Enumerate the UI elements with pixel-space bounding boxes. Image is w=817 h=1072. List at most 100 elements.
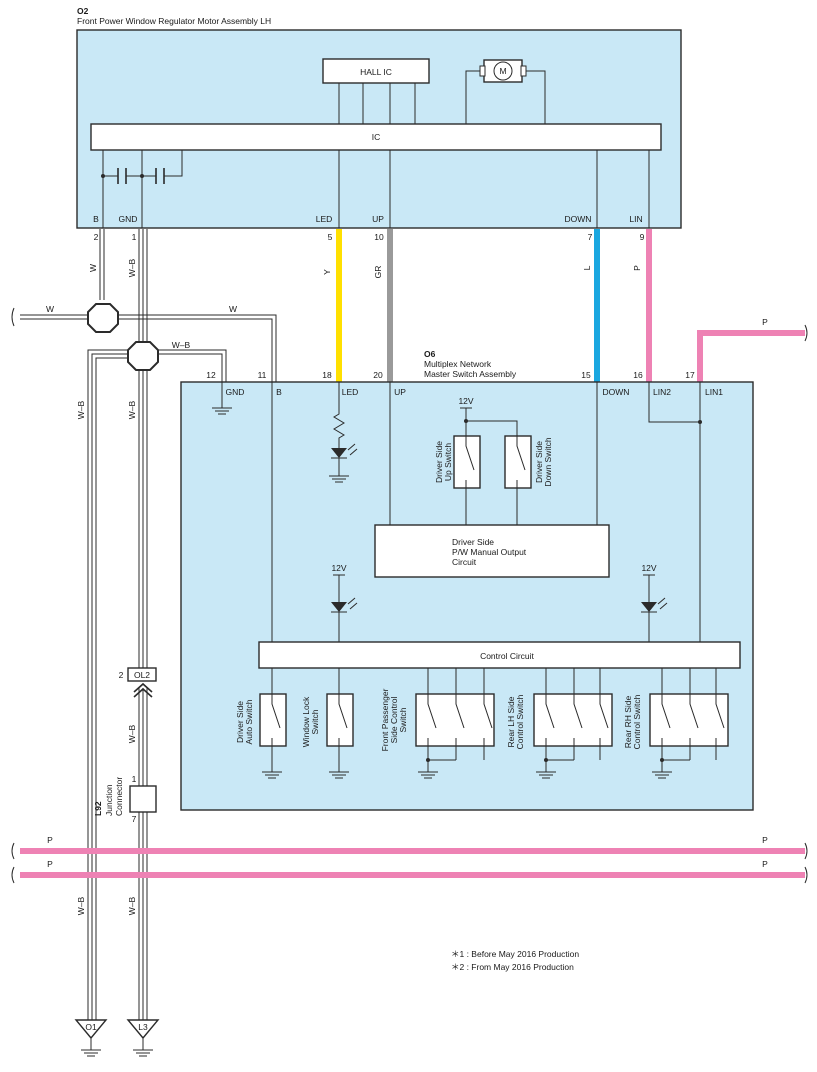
svg-text:M: M [499, 66, 506, 76]
control-circuit [258, 641, 741, 669]
o6-code: O6 [424, 349, 436, 359]
o6-term-up: UP [394, 387, 406, 397]
svg-text:Front Passenger: Front Passenger [380, 688, 390, 751]
o2-term-led: LED [316, 214, 333, 224]
svg-text:Rear RH Side: Rear RH Side [623, 696, 633, 749]
o2-pin-lin: 9 [640, 232, 645, 242]
p-bus-1 [20, 848, 805, 854]
manual-circuit-3: Circuit [452, 557, 477, 567]
wire-gr [387, 229, 393, 382]
ol2-pin: 2 [119, 670, 124, 680]
svg-text:Driver Side: Driver Side [235, 701, 245, 743]
o2-capacitor-network [101, 150, 183, 228]
p-bus-lines: P P P P [11, 324, 808, 884]
wire-y [336, 229, 342, 382]
wire-label-wb2: W–B [172, 340, 191, 350]
svg-text:OL2: OL2 [134, 670, 150, 680]
wire-l [594, 229, 600, 382]
svg-text:Switch: Switch [398, 707, 408, 732]
svg-text:Switch: Switch [310, 709, 320, 734]
svg-text:12V: 12V [331, 563, 346, 573]
o6-pin-b: 11 [258, 370, 267, 380]
wire-label-p1: P [632, 265, 642, 271]
manual-output-circuit [374, 524, 610, 578]
o6-title-1: Multiplex Network [424, 359, 492, 369]
wire-label-wb4: W–B [127, 400, 137, 419]
note-1: ＊1 : Before May 2016 Production [451, 949, 579, 959]
ground-point-o1: O1 [74, 1019, 108, 1057]
wire-label-gr: GR [373, 266, 383, 279]
o6-pin-led: 18 [322, 370, 332, 380]
p-bus-2-right-label: P [762, 859, 768, 869]
o2-term-up: UP [372, 214, 384, 224]
wire-label-l: L [582, 265, 592, 270]
p-bus-2 [20, 872, 805, 878]
down-switch [504, 435, 532, 489]
o6-pin-gnd: 12 [206, 370, 216, 380]
o6-title-2: Master Switch Assembly [424, 369, 517, 379]
ic-label: IC [372, 132, 381, 142]
o2-code: O2 [77, 6, 89, 16]
svg-text:L3: L3 [138, 1022, 148, 1032]
up-switch-label-1: Driver Side [434, 441, 444, 483]
wire-p-lin2 [646, 229, 652, 382]
o2-pin-b: 2 [94, 232, 99, 242]
front-passenger-switch: Front Passenger Side Control Switch [380, 668, 495, 779]
o2-pin-down: 7 [588, 232, 593, 242]
o2-module: O2 Front Power Window Regulator Motor As… [76, 6, 682, 242]
ground-point-l3: L3 [126, 1019, 160, 1057]
svg-text:Rear LH Side: Rear LH Side [506, 696, 516, 747]
svg-text:Auto Switch: Auto Switch [244, 699, 254, 744]
o6-pin-lin1: 17 [685, 370, 695, 380]
wire-label-y: Y [322, 269, 332, 275]
wire-p-lin1 [697, 330, 805, 382]
o6-pin-lin2: 16 [633, 370, 643, 380]
ol2-connector: OL2 2 [119, 667, 157, 698]
control-circuit-label: Control Circuit [480, 651, 534, 661]
down-switch-label-2: Down Switch [543, 437, 553, 486]
led-indicator-3: 12V [641, 563, 668, 642]
o6-term-lin2: LIN2 [653, 387, 671, 397]
o6-module: O6 Multiplex Network Master Switch Assem… [180, 349, 754, 811]
o2-term-down: DOWN [565, 214, 592, 224]
p-bus-1-left-label: P [47, 835, 53, 845]
l92-pin-bottom: 7 [132, 814, 137, 824]
hall-ic-label: HALL IC [360, 67, 392, 77]
svg-text:Control Switch: Control Switch [515, 694, 525, 749]
o2-term-lin: LIN [629, 214, 642, 224]
o2-term-b: B [93, 214, 99, 224]
led-indicator-2: 12V [331, 563, 358, 642]
o2-pin-gnd: 1 [132, 232, 137, 242]
led-indicator-1 [329, 382, 358, 483]
o6-term-lin1: LIN1 [705, 387, 723, 397]
p-bus-1-right-label: P [762, 835, 768, 845]
wire-label-wb6: W–B [76, 896, 86, 915]
o6-term-b: B [276, 387, 282, 397]
wire-label-wb1: W–B [127, 258, 137, 277]
l92-name-1: Junction [104, 784, 114, 816]
wire-label-wb5: W–B [127, 724, 137, 743]
svg-text:Control Switch: Control Switch [632, 694, 642, 749]
svg-text:Window Lock: Window Lock [301, 696, 311, 747]
up-switch-label-2: Up Switch [443, 443, 453, 482]
wire-label-w1: W [88, 264, 98, 272]
wire-label-p2: P [762, 317, 768, 327]
manual-circuit-1: Driver Side [452, 537, 494, 547]
auto-switch: Driver Side Auto Switch [235, 668, 287, 779]
wire-label-w2: W [46, 304, 54, 314]
rear-lh-switch: Rear LH Side Control Switch [506, 668, 613, 779]
signal-wires: Y GR L P P [322, 229, 805, 382]
power-ground-wiring: W W–B W W W–B W–B W–B W–B W–B W–B [11, 229, 277, 1020]
manual-circuit-2: P/W Manual Output [452, 547, 527, 557]
o2-pin-led: 5 [328, 232, 333, 242]
o6-term-down: DOWN [603, 387, 630, 397]
o6-pin-down: 15 [581, 370, 591, 380]
l92-junction-connector: 1 7 L92 Junction Connector [93, 774, 157, 824]
l92-pin-top: 1 [132, 774, 137, 784]
svg-text:12V: 12V [641, 563, 656, 573]
v12-label-1: 12V [458, 396, 473, 406]
wire-label-wb7: W–B [127, 896, 137, 915]
up-switch [453, 435, 481, 489]
ic-box [90, 123, 662, 151]
